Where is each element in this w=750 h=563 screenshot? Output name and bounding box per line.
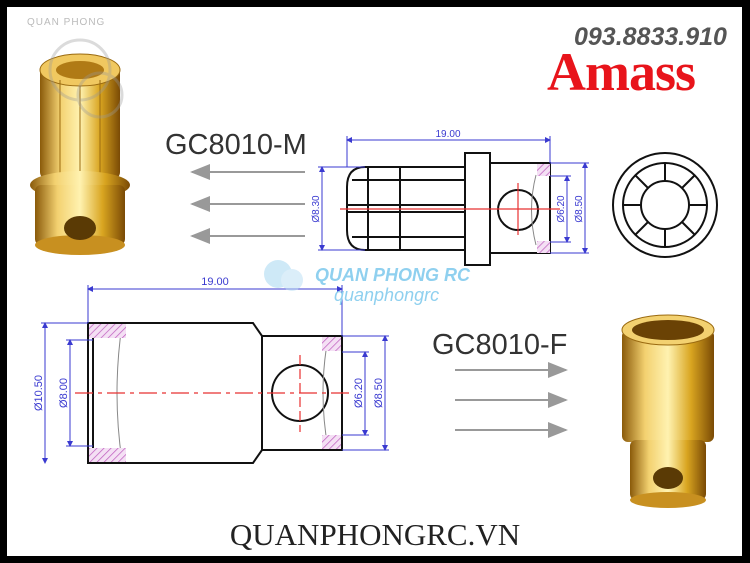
watermark-handle: quanphongrc (334, 285, 440, 305)
section-hatch (537, 241, 550, 253)
brand-logo: Amass (547, 42, 696, 102)
watermark-name: QUAN PHONG RC (315, 265, 471, 285)
insert-direction-arrows (455, 362, 568, 438)
section-hatch (322, 337, 341, 351)
female-connector-photo (621, 314, 715, 508)
top-left-watermark-icon (48, 38, 124, 119)
male-pin-dia-label: Ø8.30 (311, 195, 322, 223)
male-connector-photo (30, 53, 130, 255)
section-hatch (322, 435, 341, 449)
female-socket-outer-dia-label: Ø8.50 (373, 378, 385, 408)
section-hatch (89, 448, 126, 462)
female-dimensions (41, 285, 389, 464)
male-model-label: GC8010-M (165, 129, 307, 161)
male-dimensions (318, 136, 589, 254)
male-outer-dia-label: Ø8.50 (574, 195, 585, 223)
website-footer: QUANPHONGRC.VN (229, 517, 521, 552)
top-left-watermark: QUAN PHONG (27, 17, 106, 28)
male-inner-dia-label: Ø6.20 (556, 195, 567, 223)
male-end-view (612, 152, 718, 258)
female-outer-dia-label: Ø10.50 (33, 375, 45, 411)
technical-drawing: 19.00 Ø8.30 Ø6.20 Ø8.50 19.00 (30, 38, 718, 508)
female-model-label: GC8010-F (432, 329, 568, 361)
male-length-label: 19.00 (435, 129, 460, 140)
section-hatch (89, 324, 126, 338)
section-hatch (537, 164, 550, 176)
female-length-label: 19.00 (201, 276, 229, 288)
female-socket-inner-dia-label: Ø6.20 (353, 378, 365, 408)
product-image: 19.00 Ø8.30 Ø6.20 Ø8.50 19.00 (7, 7, 742, 556)
watermark-logo-icon (264, 260, 303, 291)
hotline-phone: 093.8833.910 (574, 23, 727, 51)
female-inner-dia-label: Ø8.00 (58, 378, 70, 408)
insert-direction-arrows (190, 164, 305, 244)
